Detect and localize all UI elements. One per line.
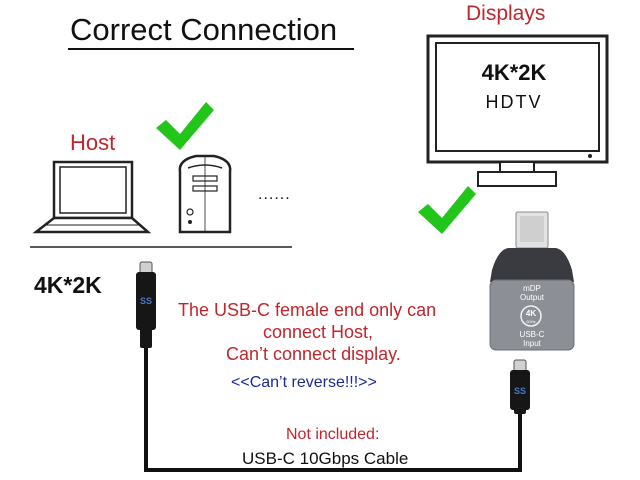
title-underline [68, 48, 354, 50]
note-line-3: Can’t connect display. [226, 344, 401, 364]
desktop-tower-icon [178, 154, 232, 234]
cable-label: USB-C 10Gbps Cable [242, 449, 409, 468]
adapter-output-label: mDP [523, 284, 541, 293]
left-usb-c-connector [136, 261, 156, 348]
more-devices-ellipsis: ...... [258, 186, 291, 203]
note-line-1: The USB-C female end only can [178, 300, 437, 320]
monitor-resolution: 4K*2K [482, 60, 547, 85]
page-title: Correct Connection [70, 12, 338, 47]
adapter-input-sub: Input [523, 339, 542, 348]
monitor-icon [426, 34, 609, 187]
right-usb-c-connector [510, 359, 530, 414]
monitor-type: HDTV [486, 92, 543, 112]
note-line-2: connect Host, [263, 322, 374, 342]
adapter-output-sub: Output [520, 293, 545, 302]
host-check-icon [156, 102, 214, 150]
adapter-badge-sub: 60Hz [526, 319, 535, 324]
adapter-input-label: USB-C [520, 330, 545, 339]
left-resolution-label: 4K*2K [34, 272, 102, 298]
displays-label: Displays [466, 2, 546, 25]
usb-c-cable [144, 348, 522, 472]
adapter-badge: 4K [526, 309, 536, 318]
not-included-label: Not included: [286, 426, 380, 443]
host-label: Host [70, 130, 116, 155]
display-check-icon [418, 186, 476, 234]
reverse-warning: <<Can’t reverse!!!>> [231, 374, 377, 391]
left-connector-logo: SS [140, 296, 152, 306]
mdp-adapter-icon [489, 211, 575, 351]
laptop-icon [32, 160, 152, 234]
right-connector-logo: SS [514, 386, 526, 396]
